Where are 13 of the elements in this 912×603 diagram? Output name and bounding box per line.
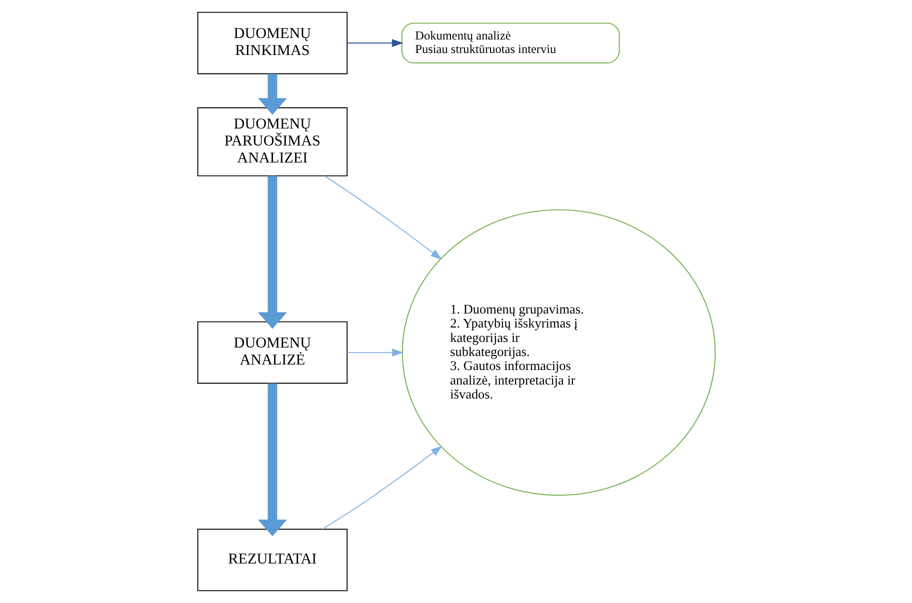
arrow: [257, 383, 286, 536]
arrow: [257, 74, 286, 115]
arrow: [346, 39, 403, 47]
arrow: [324, 175, 442, 260]
arrow: [257, 176, 286, 329]
arrow: [346, 348, 404, 357]
node-circle: 1. Duomenų grupavimas. 2. Ypatybių išskyrimas į kategorijas ir subkategorijas. 3. Gautos informacijos analizė, interpretacija ir išvados.: [401, 209, 716, 496]
node-box: REZULTATAI: [196, 528, 348, 592]
arrow: [321, 446, 442, 530]
node-box: DUOMENŲ ANALIZĖ: [196, 321, 348, 384]
node-box: DUOMENŲ PARUOŠIMAS ANALIZEI: [196, 107, 348, 176]
node-box: Dokumentų analizė Pusiau struktūruotas interviu: [400, 22, 620, 64]
node-box: DUOMENŲ RINKIMAS: [196, 12, 348, 74]
